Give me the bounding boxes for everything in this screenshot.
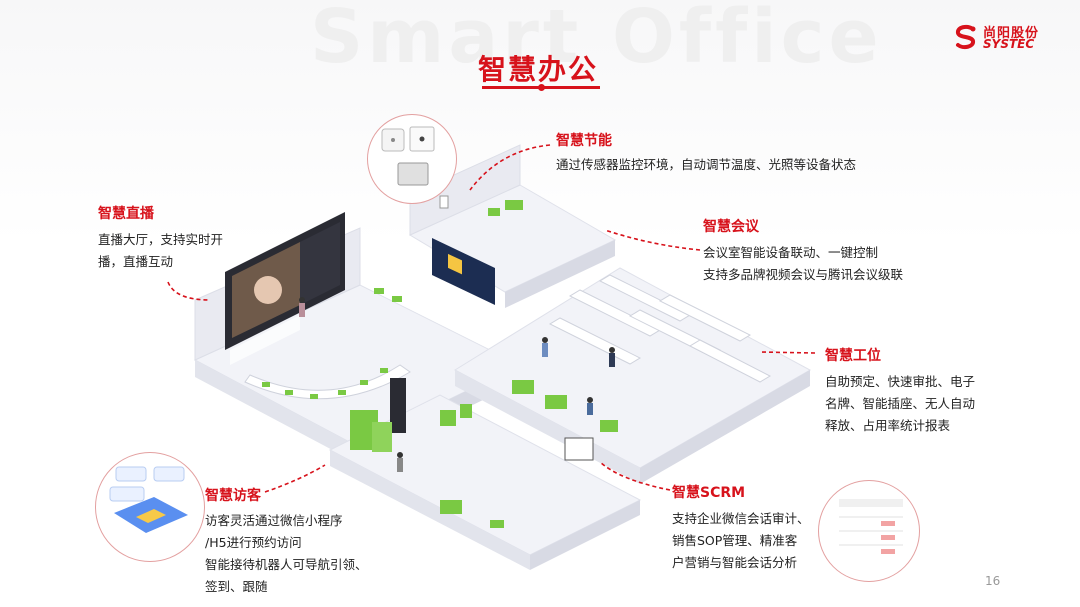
people — [299, 297, 615, 472]
visitor-kiosk — [350, 378, 406, 452]
smart-socket-icon — [381, 126, 435, 186]
workstation-desks — [548, 274, 772, 383]
live-description: 直播大厅，支持实时开 播，直播互动 — [98, 232, 224, 269]
logo-name-cn: 尚阳股份 — [983, 26, 1040, 41]
logo-name-en: SYSTEC — [983, 37, 1035, 51]
visitor-app-icon — [109, 466, 188, 533]
page-title: 智慧办公 — [478, 53, 599, 86]
scrm-table-icon — [839, 499, 903, 554]
meeting-heading: 智慧会议 — [703, 219, 759, 235]
title-dot — [538, 84, 545, 91]
live-screen — [225, 212, 345, 365]
company-logo: 尚阳股份 SYSTEC — [953, 22, 1053, 54]
logo-mark-icon — [956, 24, 976, 50]
workstation-heading: 智慧工位 — [825, 348, 881, 364]
visitor-heading: 智慧访客 — [205, 488, 261, 504]
scrm-table-inset — [818, 480, 920, 582]
floor-visitor — [328, 394, 642, 570]
page-number: 16 — [985, 574, 1001, 588]
meeting-description: 会议室智能设备联动、一键控制 支持多品牌视频会议与腾讯会议级联 — [703, 245, 904, 282]
scrm-heading: 智慧SCRM — [672, 485, 746, 501]
visitor-app-inset — [95, 452, 205, 562]
watermark-text: Smart Office — [310, 0, 883, 80]
callout-lines — [167, 144, 816, 493]
energy-sensor-inset — [367, 114, 457, 204]
scrm-screen — [564, 437, 594, 461]
scrm-description: 支持企业微信会话审计、 销售SOP管理、精准客 户营销与智能会话分析 — [672, 511, 810, 570]
workstation-description: 自助预定、快速审批、电子 名牌、智能插座、无人自动 释放、占用率统计报表 — [825, 374, 976, 433]
green-chairs — [262, 200, 618, 528]
visitor-description: 访客灵活通过微信小程序 /H5进行预约访问 智能接待机器人可导航引领、 签到、跟… — [205, 513, 368, 594]
live-heading: 智慧直播 — [98, 206, 154, 222]
meeting-screen — [432, 238, 495, 305]
energy-heading: 智慧节能 — [556, 133, 612, 149]
energy-description: 通过传感器监控环境，自动调节温度、光照等设备状态 — [556, 157, 857, 172]
floor-workstation — [453, 267, 812, 484]
